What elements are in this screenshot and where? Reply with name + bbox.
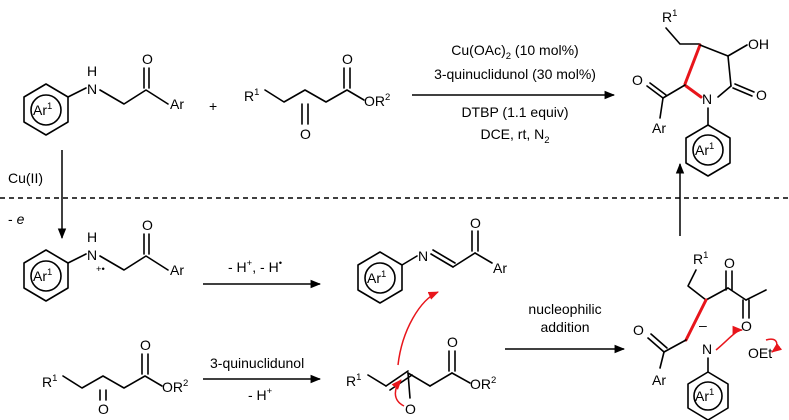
ar1-label: Ar1	[33, 267, 52, 284]
ar-label: Ar	[170, 262, 184, 278]
imine-intermediate: Ar1 N O Ar	[357, 215, 507, 304]
ar1-label: Ar1	[33, 101, 52, 118]
benzene-ring-icon	[685, 124, 731, 177]
new-cc-bond	[684, 298, 708, 342]
r1-label: R1	[42, 373, 57, 390]
nucleophilic-attack-arrow-icon	[397, 291, 439, 366]
cyclization-arrow-icon	[715, 325, 744, 351]
product-pyrrolidinone: R1 OH O N O Ar Ar1	[632, 8, 769, 177]
adduct-r1-label: R1	[693, 250, 708, 267]
deprotonation-label: - H+, - H•	[228, 258, 282, 275]
ar-label: Ar	[170, 96, 184, 112]
h-atom-label: H	[87, 63, 97, 79]
addition-label-line1: nucleophilic	[528, 301, 601, 317]
n-atom-label: N	[87, 81, 97, 97]
reactant-keto-ester: R1 O O OR2	[244, 51, 390, 142]
radical-cation-intermediate: Ar1 N H +• O Ar	[23, 217, 184, 302]
ketone-o-label: O	[142, 51, 153, 67]
new-cc-bond	[683, 43, 702, 86]
adduct-ar-label: Ar	[652, 372, 666, 388]
reactant-amino-ketone: Ar1 N H O Ar	[23, 51, 184, 136]
hydroxy-label: OH	[748, 36, 769, 52]
lactam-o-label: O	[756, 87, 767, 103]
r1-label: R1	[346, 372, 361, 389]
condition-catalyst: Cu(OAc)2 (10 mol%)	[451, 42, 578, 62]
adduct-ketone-o-label: O	[724, 255, 735, 271]
enolate-intermediate: R1 O O OR2	[346, 334, 496, 417]
adduct-ester-o-label: O	[741, 318, 752, 334]
product-n-label: N	[702, 91, 712, 107]
product-r1-label: R1	[662, 8, 677, 25]
benzene-ring-icon	[687, 371, 729, 420]
imine-n-label: N	[418, 248, 428, 264]
adduct-o-label: O	[633, 322, 644, 338]
imine-ketone-o-label: O	[470, 215, 481, 231]
ester-label: OR2	[470, 375, 496, 392]
condition-oxidant: DTBP (1.1 equiv)	[461, 104, 568, 120]
ester-o-label: O	[342, 51, 353, 67]
product-ar1-label: Ar1	[695, 141, 714, 158]
product-ketone-o-label: O	[632, 72, 643, 88]
ethoxide-leave-arrow-icon	[765, 338, 783, 353]
h-atom-label: H	[87, 229, 97, 245]
base-label: 3-quinuclidunol	[210, 355, 304, 371]
radical-cation-charge: +•	[96, 264, 105, 275]
addition-label-line2: addition	[540, 319, 589, 335]
adduct-ar1-label: Ar1	[695, 387, 714, 404]
adduct-n-label: N	[702, 341, 712, 357]
ketone-o-label: O	[142, 217, 153, 233]
adduct-intermediate: R1 O O OEt – O Ar N Ar1	[633, 250, 783, 420]
ester-label: OR2	[364, 92, 390, 109]
ester-label: OR2	[162, 378, 188, 395]
electron-push-arrow-icon	[391, 379, 405, 407]
new-cn-bond	[684, 84, 703, 99]
n-atom-label: N	[87, 247, 97, 263]
plus-sign: +	[209, 98, 217, 114]
adduct-anion-label: –	[699, 317, 707, 333]
product-ar-label: Ar	[652, 120, 666, 136]
ester-o-label: O	[447, 334, 458, 350]
base-deprotonation-label: - H+	[248, 386, 273, 403]
cu-oxidant-label: Cu(II)	[8, 170, 43, 186]
r1-label: R1	[244, 87, 259, 104]
keto-o-label: O	[98, 401, 109, 417]
ar1-label: Ar1	[367, 269, 386, 286]
electron-loss-label: - e	[8, 211, 25, 227]
enolate-o-label: O	[405, 401, 416, 417]
imine-ar-label: Ar	[493, 260, 507, 276]
keto-o-label: O	[300, 126, 311, 142]
condition-cocatalyst: 3-quinuclidunol (30 mol%)	[434, 66, 596, 82]
keto-ester-substrate: R1 O O OR2	[42, 337, 188, 417]
adduct-oet-label: OEt	[748, 345, 772, 361]
ester-o-label: O	[140, 337, 151, 353]
condition-solvent: DCE, rt, N2	[480, 126, 549, 146]
